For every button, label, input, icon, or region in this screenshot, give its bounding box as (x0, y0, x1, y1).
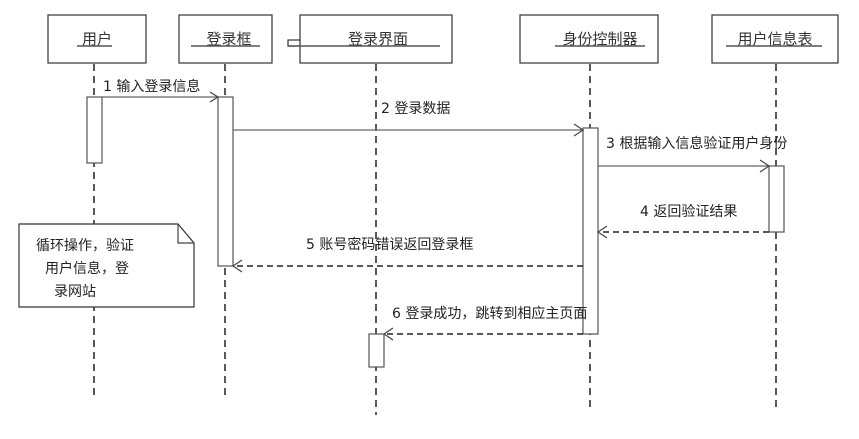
note: 循环操作，验证 用户信息，登 录网站 (18, 223, 195, 308)
activation-identity-controller (582, 127, 599, 335)
participant-identity-controller: 身份控制器 (519, 14, 659, 64)
message-3: 3 根据输入信息验证用户身份 (598, 135, 787, 173)
participant-label: 用户 (82, 30, 112, 48)
svg-text:5 账号密码错误返回登录框: 5 账号密码错误返回登录框 (306, 236, 473, 253)
activation-user-info-table (768, 165, 785, 233)
svg-text:用户信息，登: 用户信息，登 (45, 260, 129, 277)
activation-login-page (368, 333, 385, 368)
message-4: 4 返回验证结果 (596, 204, 769, 239)
participant-label: 登录界面 (348, 30, 408, 48)
participant-user-info-table: 用户信息表 (711, 14, 839, 64)
participant-label: 登录框 (206, 30, 251, 48)
svg-text:1 输入登录信息: 1 输入登录信息 (103, 78, 200, 95)
message-1: 1 输入登录信息 (102, 78, 220, 103)
participant-user: 用户 (47, 14, 147, 64)
activation-login-box (217, 96, 234, 267)
svg-text:循环操作，验证: 循环操作，验证 (36, 238, 134, 254)
svg-text:6 登录成功，跳转到相应主页面: 6 登录成功，跳转到相应主页面 (392, 305, 587, 322)
svg-text:2 登录数据: 2 登录数据 (381, 101, 450, 117)
activation-user (86, 96, 103, 164)
svg-text:3 根据输入信息验证用户身份: 3 根据输入信息验证用户身份 (606, 135, 787, 152)
message-5: 5 账号密码错误返回登录框 (231, 236, 583, 273)
message-6: 6 登录成功，跳转到相应主页面 (382, 305, 587, 341)
participant-login-box: 登录框 (178, 14, 273, 64)
svg-text:4 返回验证结果: 4 返回验证结果 (640, 204, 737, 220)
message-2: 2 登录数据 (233, 101, 585, 137)
svg-text:录网站: 录网站 (54, 284, 96, 300)
participant-login-page: 登录界面 (287, 14, 453, 64)
participant-label: 身份控制器 (562, 30, 637, 48)
participant-label: 用户信息表 (737, 30, 812, 48)
